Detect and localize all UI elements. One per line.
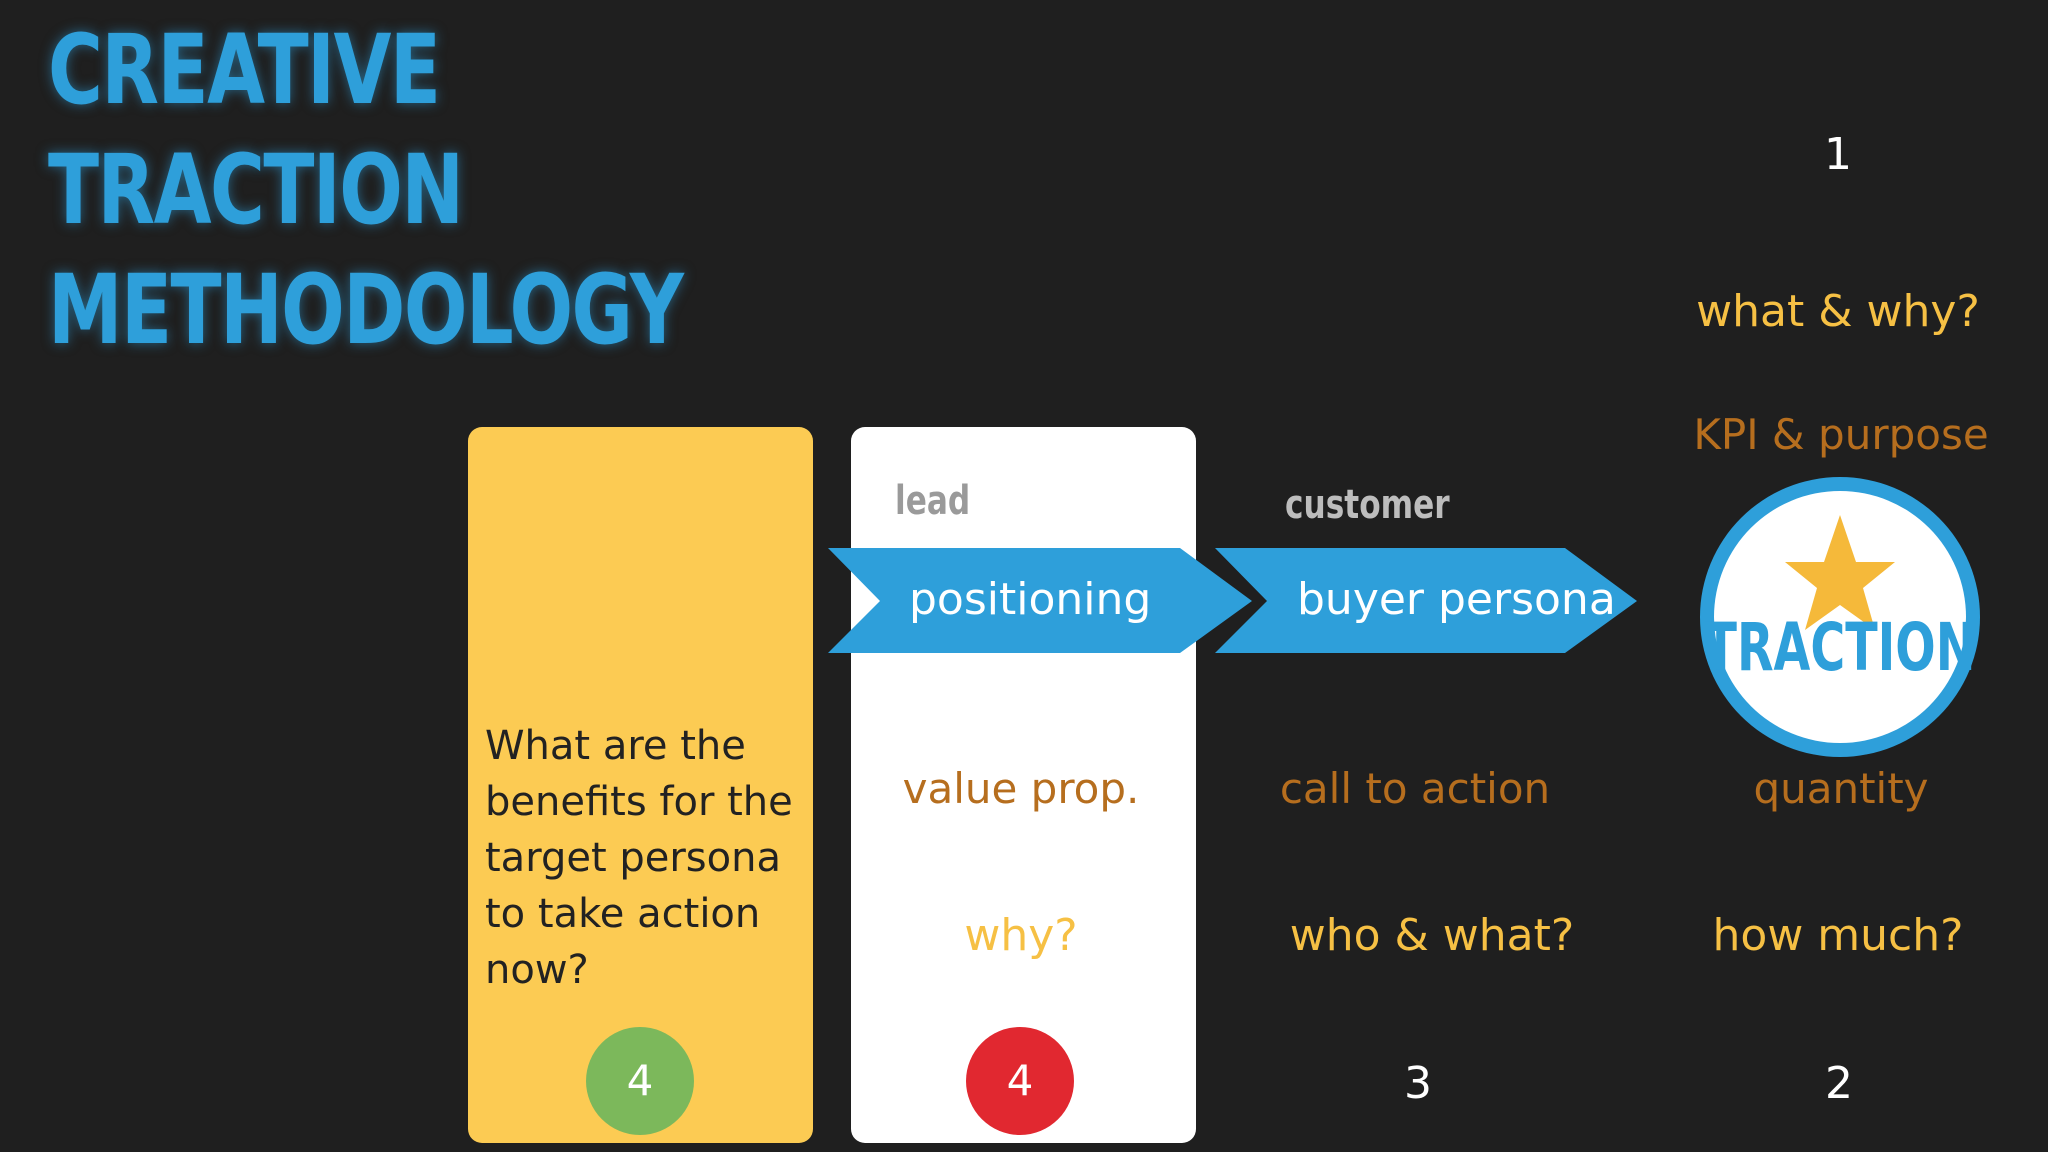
positioning-card (851, 427, 1196, 1143)
value-prop-label: value prop. (902, 764, 1140, 813)
positioning-arrow-label: positioning (909, 574, 1152, 625)
title-line-1: CREATIVE (48, 14, 441, 126)
call-to-action-label: call to action (1279, 764, 1551, 813)
stage-label-customer: customer (1285, 482, 1450, 528)
positioning-question: why? (964, 910, 1078, 961)
positioning-score-badge: 4 (966, 1027, 1074, 1135)
title-line-3: METHODOLOGY (48, 254, 684, 366)
traction-number: 2 (1825, 1058, 1853, 1109)
title-line-2: TRACTION (48, 134, 464, 246)
benefits-card (468, 427, 813, 1143)
kpi-purpose-label: KPI & purpose (1693, 410, 1989, 459)
traction-top-question: what & why? (1696, 286, 1980, 337)
traction-question: how much? (1712, 910, 1964, 961)
quantity-label: quantity (1753, 764, 1929, 813)
benefits-question: What are the benefits for the target per… (485, 723, 793, 993)
persona-number: 3 (1404, 1058, 1432, 1109)
star-icon (1785, 515, 1895, 630)
benefits-score-badge: 4 (586, 1027, 694, 1135)
stage-label-lead: lead (895, 478, 971, 524)
traction-badge-text: TRACTION (1652, 615, 2028, 681)
traction-top-number: 1 (1824, 129, 1852, 180)
traction-badge-label: TRACTION (1704, 609, 1976, 686)
persona-question: who & what? (1289, 910, 1575, 961)
buyer-persona-arrow-label: buyer persona (1297, 574, 1616, 625)
